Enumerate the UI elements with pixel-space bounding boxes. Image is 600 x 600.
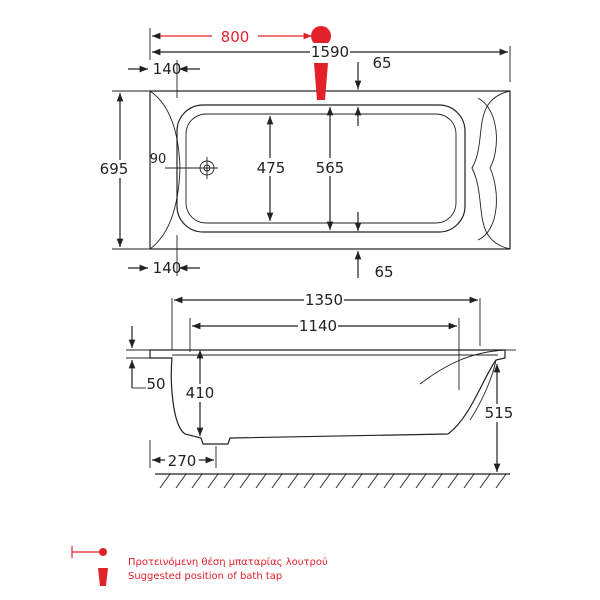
left-bottom-offset-label: 140 [153, 259, 182, 277]
legend-english-text: Suggested position of bath tap [128, 571, 282, 582]
rim-height-label: 50 [146, 375, 165, 393]
legend: Προτεινόμενη θέση μπαταρίας λουτρού Sugg… [71, 546, 328, 586]
tub-profile [149, 349, 506, 445]
drain-offset-label: 90 [150, 152, 167, 167]
overall-width-label: 695 [100, 160, 129, 178]
inner-width-mid-label: 565 [316, 159, 345, 177]
left-top-offset-label: 140 [153, 60, 182, 78]
inner-depth-label: 410 [186, 384, 215, 402]
right-bottom-offset-label: 65 [374, 263, 393, 281]
overall-length-label: 1590 [311, 43, 349, 61]
floor-hatch [155, 473, 510, 489]
total-height-label: 515 [485, 404, 514, 422]
bath-tap-icon [311, 26, 331, 100]
drain-icon [196, 157, 218, 179]
inner-width-left-label: 475 [257, 159, 286, 177]
tub-basin-top [176, 104, 466, 233]
legend-tap-icon [71, 546, 108, 586]
legend-greek-text: Προτεινόμενη θέση μπαταρίας λουτρού [128, 556, 328, 568]
tub-outline-top [149, 90, 511, 250]
outer-length-label: 1350 [305, 291, 343, 309]
tap-distance-label: 800 [221, 28, 250, 46]
tub-basin-inner-top [185, 113, 457, 224]
left-rim-curve [149, 90, 181, 250]
top-view: 800 1590 140 65 695 90 475 [96, 26, 511, 281]
foot-offset-label: 270 [168, 452, 197, 470]
side-view: 1350 1140 50 410 515 270 [126, 291, 517, 489]
inner-length-label: 1140 [299, 317, 337, 335]
right-top-offset-label: 65 [372, 54, 391, 72]
